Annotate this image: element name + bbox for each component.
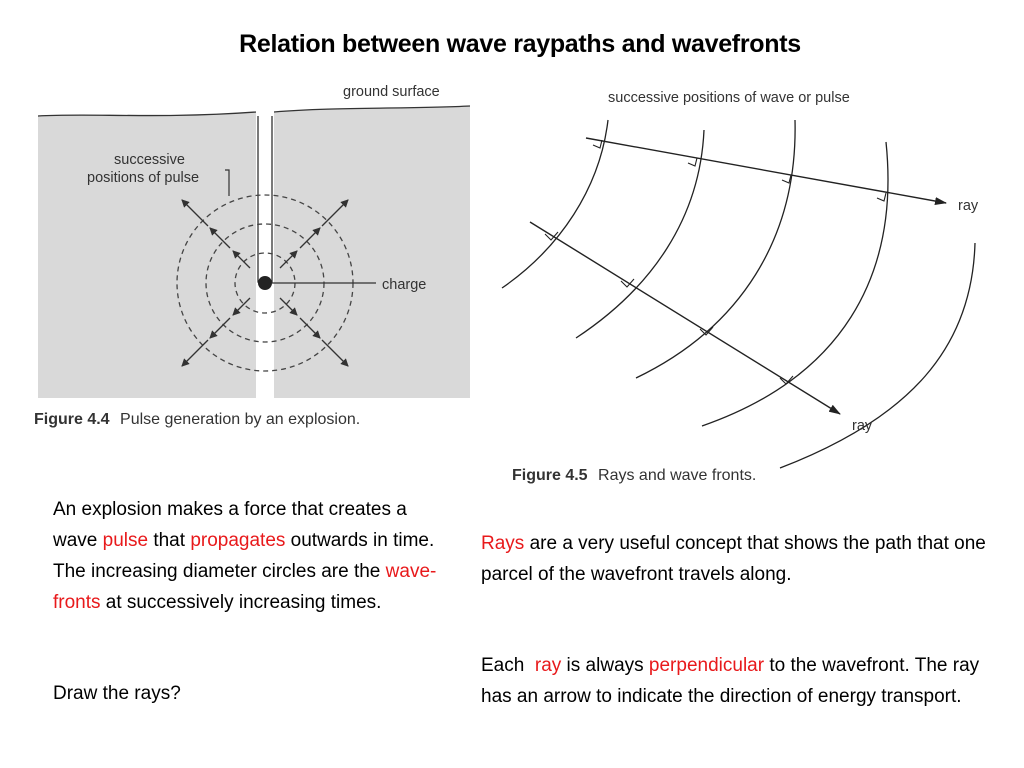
label-ground-surface: ground surface xyxy=(343,84,440,100)
svg-text:Figure 4.4 Pulse generatio: Figure 4.4 Pulse generation by an explos… xyxy=(34,411,360,428)
highlight-perpendicular: perpendicular xyxy=(648,655,765,676)
wavefront-arc xyxy=(575,129,705,339)
right-angle-marker xyxy=(779,375,794,385)
page-title: Relation between wave raypaths and wavef… xyxy=(239,30,801,58)
wavefront-arc xyxy=(501,119,609,289)
ground-surface-line xyxy=(37,111,257,117)
pulse-arrow xyxy=(209,317,231,339)
charge-dot xyxy=(258,276,272,290)
label-ray-upper: ray xyxy=(958,198,979,214)
right-angle-marker xyxy=(876,192,887,202)
wavefront-arc xyxy=(635,119,796,379)
left-question: Draw the rays? xyxy=(53,683,181,704)
right-text-part: to the wavefront. The ray has an arrow t… xyxy=(481,655,980,707)
right-angle-marker xyxy=(699,326,714,336)
label-positions-of-pulse: positions of pulse xyxy=(87,170,199,186)
left-text-part: at successively increasing times. xyxy=(100,592,382,613)
highlight-propagates: propagates xyxy=(190,530,286,551)
ray-line-lower xyxy=(529,221,841,415)
left-text-part: that xyxy=(148,530,191,551)
pulse-arrow xyxy=(321,199,349,227)
right-paragraph-each-ray: Each ray is always perpendicular to the … xyxy=(481,650,1001,712)
pulse-arrow xyxy=(321,339,349,367)
left-paragraph: An explosion makes a force that creates … xyxy=(53,494,453,618)
pulse-arrow xyxy=(209,227,231,249)
right-angle-marker xyxy=(544,231,559,241)
pulse-arrow xyxy=(299,317,321,339)
wavefront-arc xyxy=(779,242,976,469)
right-paragraph-rays: Rays are a very useful concept that show… xyxy=(481,528,991,590)
right-angle-marker xyxy=(592,139,603,149)
ground-shading xyxy=(38,112,256,398)
borehole xyxy=(257,111,273,283)
pulse-arrow xyxy=(232,250,251,269)
label-successive-positions: successive positions of wave or pulse xyxy=(608,90,850,106)
label-ray-lower: ray xyxy=(852,418,873,434)
highlight-rays: Rays xyxy=(481,533,525,554)
label-successive: successive xyxy=(114,152,185,168)
left-text-part: An explosion makes a force that creates … xyxy=(53,499,407,551)
right-angle-marker xyxy=(620,278,635,288)
left-text-part: outwards in time. The increasing diamete… xyxy=(53,530,435,582)
figure-4-5-number: Figure 4.5 xyxy=(512,467,588,484)
right-text-part: are a very useful concept that shows the… xyxy=(481,533,986,585)
pulse-arrow xyxy=(299,227,321,249)
ray-line-upper xyxy=(585,137,947,205)
figure-4-5-rays-diagram: successive positions of wave or pulse ra… xyxy=(501,90,979,484)
wavefront-arc xyxy=(701,141,889,427)
right-angle-marker xyxy=(687,157,698,167)
pulse-arrow xyxy=(279,250,298,269)
figure-4-4-number: Figure 4.4 xyxy=(34,411,110,428)
figure-4-5-caption: Rays and wave fronts. xyxy=(598,467,756,484)
highlight-wavefronts: wave-fronts xyxy=(53,561,437,613)
figure-4-4-caption: Pulse generation by an explosion. xyxy=(120,411,360,428)
right-text-part: Each xyxy=(481,655,535,676)
pulse-arrow xyxy=(181,339,209,367)
figure-4-4-pulse-diagram: ground surface successive positions of p… xyxy=(34,84,471,428)
highlight-ray: ray xyxy=(534,655,562,676)
right-text-part: is always xyxy=(561,655,649,676)
pulse-arrow xyxy=(232,297,251,316)
svg-text:Figure 4.5 Rays and wave f: Figure 4.5 Rays and wave fronts. xyxy=(512,467,756,484)
pulse-arrow xyxy=(181,199,209,227)
label-charge: charge xyxy=(382,277,426,293)
right-angle-marker xyxy=(781,174,792,184)
pulse-arrow xyxy=(279,297,298,316)
highlight-pulse: pulse xyxy=(102,530,149,551)
